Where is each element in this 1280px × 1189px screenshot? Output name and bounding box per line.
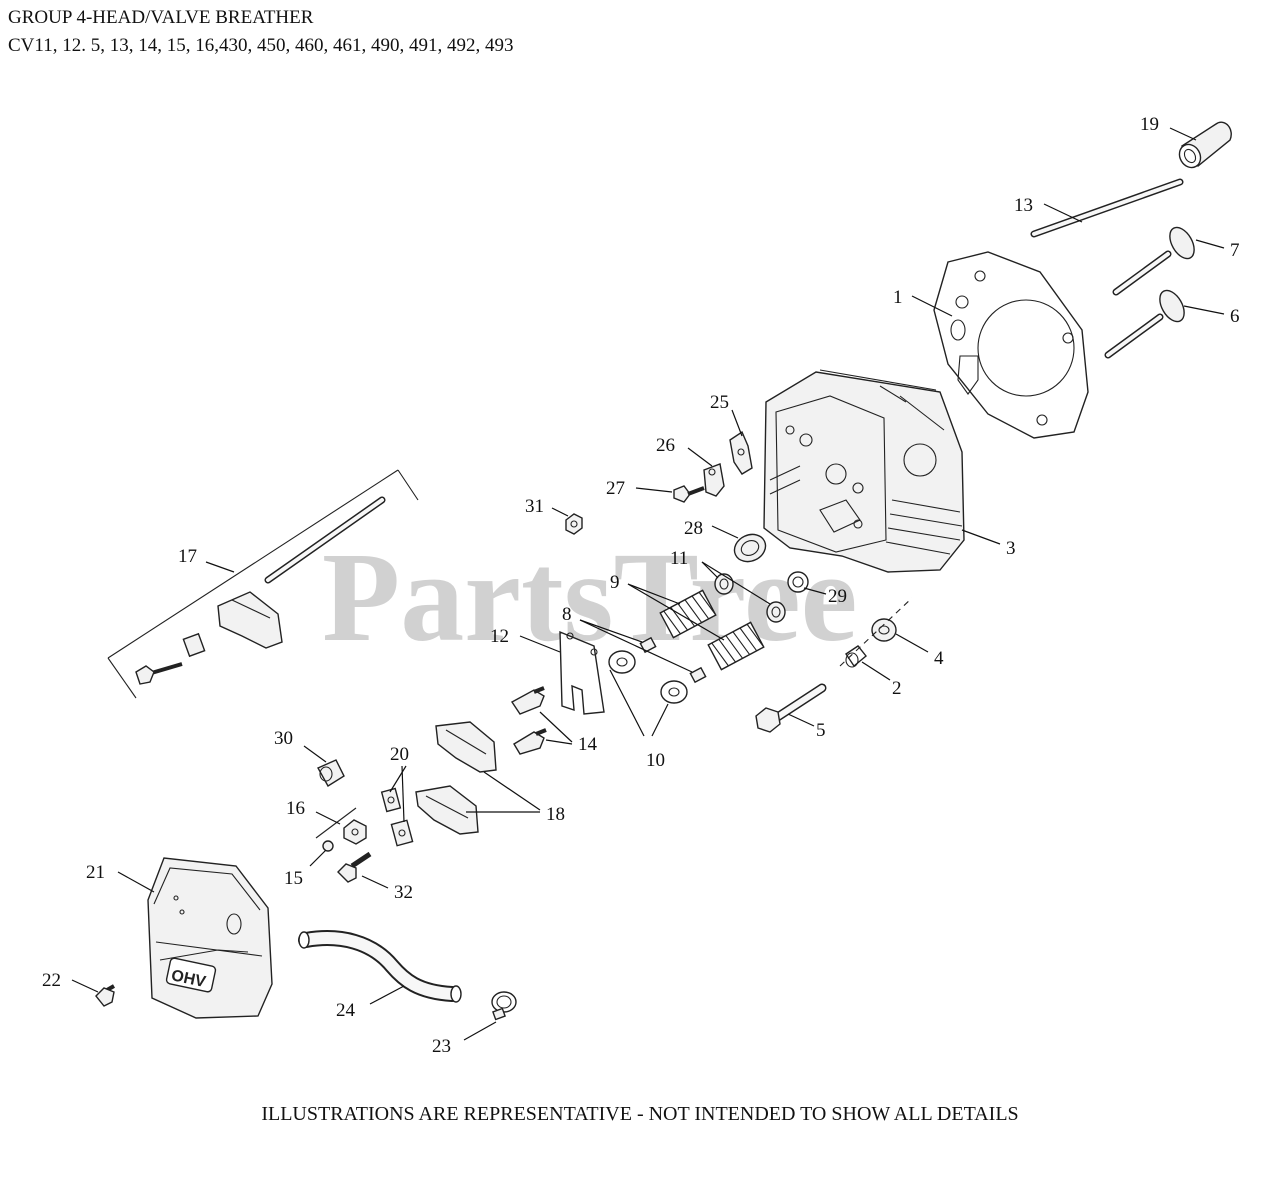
callout-labels: 19 13 7 6 1 3 4 2 5 25 26 27 31 28 11 29… [42,114,1240,1057]
callout-18: 18 [546,804,565,825]
model-list: CV11, 12. 5, 13, 14, 15, 16,430, 450, 46… [8,35,514,56]
callout-22: 22 [42,970,61,991]
callout-31: 31 [525,496,544,517]
callout-32: 32 [394,882,413,903]
disclaimer-footer: ILLUSTRATIONS ARE REPRESENTATIVE - NOT I… [261,1103,1019,1125]
callout-25: 25 [710,392,729,413]
callout-27: 27 [606,478,625,499]
part-30-nut [317,759,345,787]
part-2-dowel-sleeve [845,645,867,668]
callout-12: 12 [490,626,509,647]
callout-4: 4 [934,648,944,669]
part-32-screw [337,851,372,883]
callout-2: 2 [892,678,902,699]
callout-29: 29 [828,586,847,607]
callout-13: 13 [1014,195,1033,216]
part-6-exhaust-valve [1104,289,1185,359]
callout-17: 17 [178,546,197,567]
callout-7: 7 [1230,240,1240,261]
callout-8: 8 [562,604,572,625]
part-12-guide-plate [559,630,605,715]
part-9-valve-springs [659,589,765,671]
part-7-intake-valve [1112,226,1195,296]
part-18-rocker-arms [415,721,497,835]
callout-24: 24 [336,1000,356,1021]
part-17-push-rod-assembly [107,469,419,699]
part-19-sleeve [1178,121,1232,169]
part-26-clip [703,463,725,497]
part-3-cylinder-head [763,369,965,573]
callout-11: 11 [670,548,688,569]
diagram-title: GROUP 4-HEAD/VALVE BREATHER [8,7,314,28]
part-25-bracket [729,430,753,475]
part-27-screw [673,485,705,503]
callout-26: 26 [656,435,675,456]
part-14-rocker-studs [510,686,547,755]
callout-9: 9 [610,572,620,593]
part-29-retaining-ring [787,571,809,593]
callout-21: 21 [86,862,105,883]
part-20-rocker-pivots [380,787,414,847]
part-31-nut [565,513,583,535]
part-24-breather-hose [298,930,462,1003]
part-13-push-rod [1030,178,1184,238]
part-1-head-gasket [933,251,1089,439]
callout-14: 14 [578,734,598,755]
callout-20: 20 [390,744,409,765]
callout-1: 1 [893,287,903,308]
part-28-seal [733,533,767,563]
part-21-valve-cover: OHV [147,857,273,1019]
callout-6: 6 [1230,306,1240,327]
callout-15: 15 [284,868,303,889]
callout-30: 30 [274,728,293,749]
part-23-hose-clamp [491,991,517,1021]
part-15-washer [322,840,334,852]
part-22-screw [95,984,115,1007]
callout-19: 19 [1140,114,1159,135]
callout-5: 5 [816,720,826,741]
callout-23: 23 [432,1036,451,1057]
part-10-washers [608,650,688,704]
callout-3: 3 [1006,538,1016,559]
callout-10: 10 [646,750,665,771]
leader-lines [71,127,1225,1041]
part-4-washer [871,618,897,642]
part-5-head-bolt [755,683,827,733]
callout-28: 28 [684,518,703,539]
part-8-valve-keepers [639,636,707,684]
callout-16: 16 [286,798,305,819]
cover-marking-text: OHV [170,967,208,991]
part-16-fitting [315,807,367,845]
